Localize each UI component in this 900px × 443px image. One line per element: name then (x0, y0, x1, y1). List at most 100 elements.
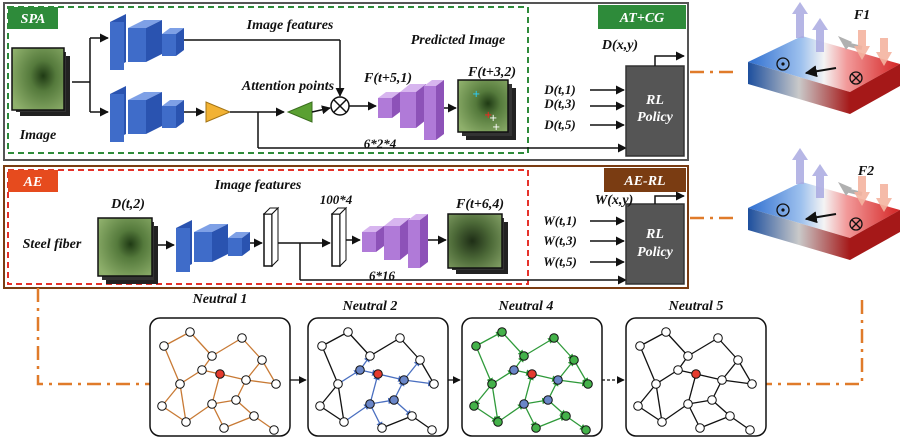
graph-node (509, 365, 519, 375)
graph-node (707, 395, 717, 405)
multiply-node (330, 96, 350, 116)
attention-orange-triangle (205, 101, 232, 123)
aerl-tag-label: AE-RL (623, 174, 665, 189)
top-input-0: D(t,1) (543, 82, 575, 97)
graph-node (549, 333, 559, 343)
graph-edge (321, 331, 349, 347)
graph-node (407, 411, 417, 421)
f-t6-4-label: F(t+6,4) (455, 197, 504, 212)
graph-edge (403, 379, 435, 387)
top-input-2: D(t,5) (543, 117, 575, 132)
graph-edge (699, 415, 731, 429)
ae-tag-label: AE (23, 175, 43, 190)
cnn-encoder-ae (176, 220, 250, 272)
graph-node (717, 375, 727, 385)
svg-text:+: + (489, 113, 497, 124)
steel-fiber-label: Steel fiber (23, 237, 82, 252)
image-label: Image (19, 128, 57, 143)
graph-node (427, 425, 437, 435)
graph-node (231, 395, 241, 405)
graph-node (725, 411, 735, 421)
graph-node (207, 399, 217, 409)
network-1 (157, 327, 281, 435)
ae-tag (8, 170, 58, 192)
graph-edge (639, 331, 667, 347)
graph-edge (337, 383, 345, 423)
svg-text:+: + (484, 110, 492, 121)
bottom-input-1: W(t,3) (543, 233, 577, 248)
svg-text:+: + (492, 122, 500, 133)
graph-edge (557, 379, 589, 387)
orange-links (36, 70, 864, 386)
top-input-1: D(t,3) (543, 96, 575, 111)
graph-node-center (215, 369, 225, 379)
latent-vector-1 (262, 206, 280, 268)
graph-node (429, 379, 439, 389)
ae-region (7, 169, 529, 285)
graph-edge (475, 345, 493, 385)
graph-node (543, 395, 553, 405)
bottom-panel: AE AE-RL Image features D(t,2) Steel fib… (3, 165, 689, 289)
graph-node (415, 355, 425, 365)
graph-edge (475, 331, 503, 347)
bottom-policy-label: Policy (637, 245, 674, 260)
magnet-f1: F1 (748, 2, 900, 114)
top-panel: SPA AT+CG Image Image features (3, 2, 689, 161)
latent-vector-2 (330, 206, 348, 268)
graph-node (241, 375, 251, 385)
graph-node (519, 399, 529, 409)
graph-node (713, 333, 723, 343)
predicted-image-label: Predicted Image (411, 33, 505, 48)
graph-node (569, 355, 579, 365)
graph-node (683, 351, 693, 361)
graph-edge (523, 373, 534, 405)
predicted-image (457, 79, 509, 133)
network-title-4: Neutral 5 (668, 299, 724, 314)
aerl-tag (604, 168, 686, 192)
graph-edge (211, 337, 243, 357)
bottom-panel-frame (3, 165, 689, 289)
attention-points-label: Attention points (241, 79, 335, 94)
graph-node (355, 365, 365, 375)
f1-label: F1 (853, 8, 870, 23)
bottom-input-2: W(t,5) (543, 254, 577, 269)
graph-node (159, 341, 169, 351)
graph-edge (399, 337, 421, 361)
graph-edge (241, 337, 263, 361)
graph-edge (161, 405, 187, 423)
top-panel-frame (3, 2, 689, 161)
graph-edge (185, 403, 213, 423)
image-features-label: Image features (246, 18, 334, 33)
input-image (11, 47, 65, 111)
dim-100-4-label: 100*4 (320, 192, 353, 207)
top-policy-output-label: D(x,y) (601, 38, 638, 53)
graph-edge (687, 337, 719, 357)
reconstructed-image (447, 213, 503, 269)
bottom-rl-label: RL (645, 227, 664, 242)
graph-edge (381, 415, 413, 429)
cnn-encoder-top (110, 14, 184, 70)
spa-region (7, 6, 529, 154)
atcg-tag (598, 5, 686, 29)
svg-text:+: + (472, 89, 480, 100)
graph-edge (717, 337, 739, 361)
graph-edge (321, 345, 339, 385)
graph-node (553, 375, 563, 385)
spa-tag-label: SPA (21, 12, 46, 27)
graph-node (657, 417, 667, 427)
graph-node (493, 417, 503, 427)
graph-node (695, 423, 705, 433)
atcg-tag-label: AT+CG (619, 11, 665, 26)
graph-edge (319, 405, 345, 423)
top-rl-label: RL (645, 93, 664, 108)
graph-node (365, 399, 375, 409)
network-row: Neutral 1 Neutral 2 Neutral 4 Neutral 5 (149, 292, 767, 437)
graph-node (249, 411, 259, 421)
graph-edge (211, 373, 221, 405)
graph-node (471, 341, 481, 351)
graph-node (661, 327, 671, 337)
graph-node (207, 351, 217, 361)
network-4 (633, 327, 757, 435)
graph-edge (369, 373, 380, 405)
graph-node (377, 423, 387, 433)
